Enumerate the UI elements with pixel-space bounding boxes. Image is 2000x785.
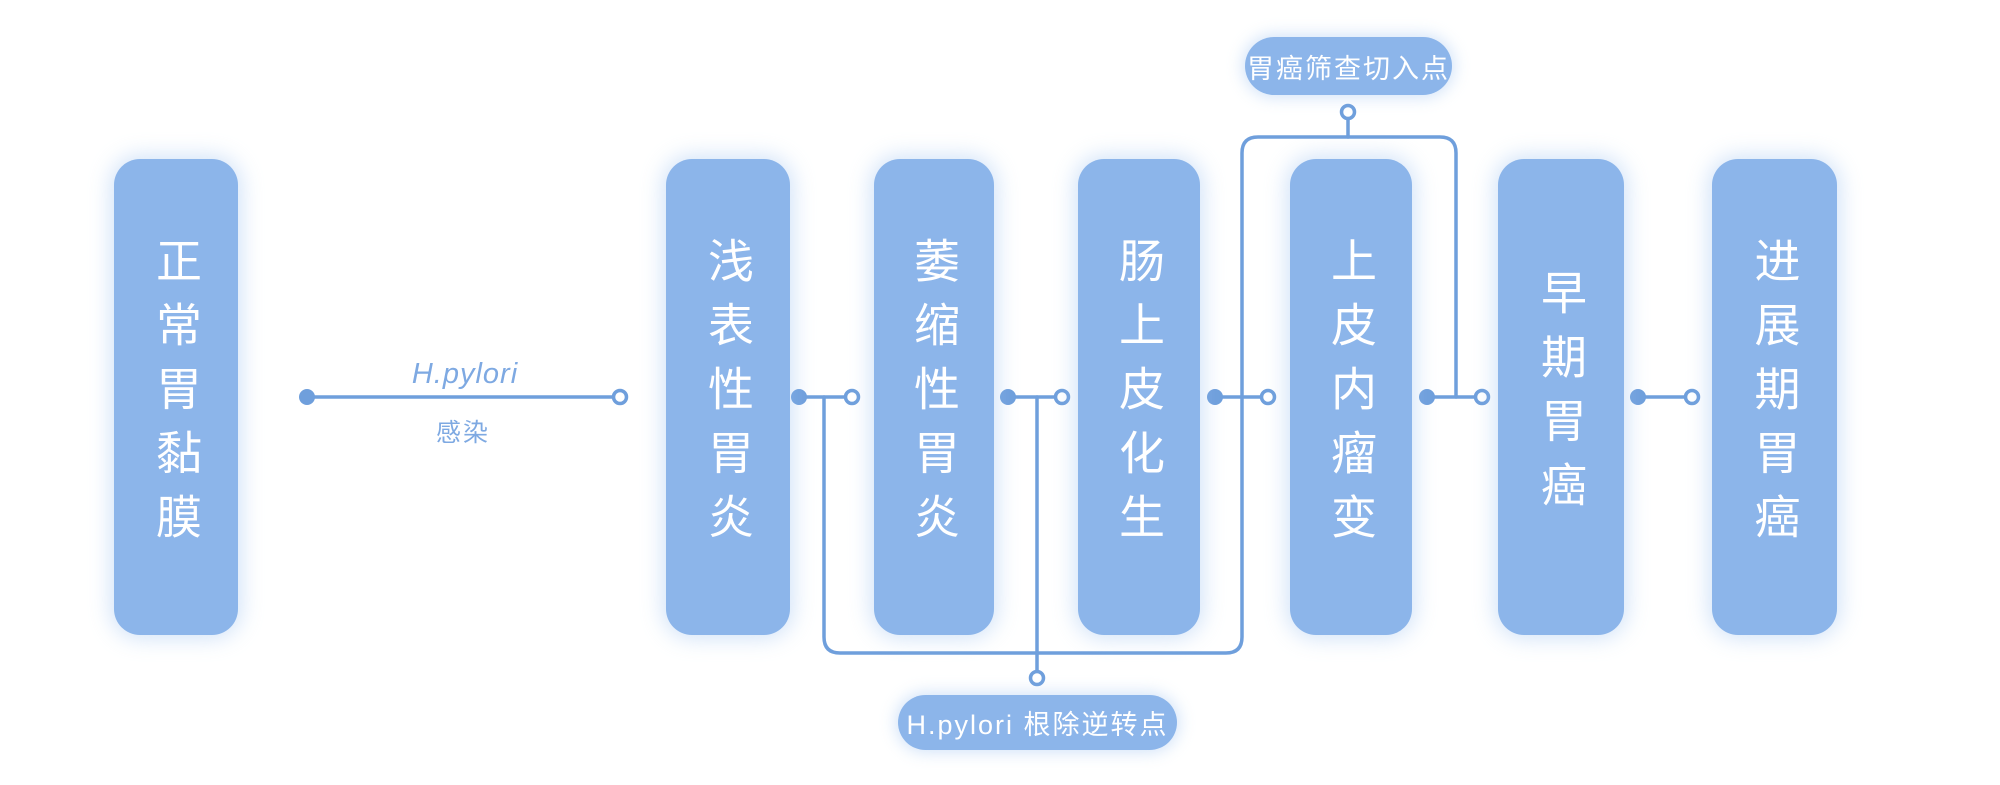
edge-end-ring-5 — [1473, 388, 1491, 406]
edge-end-ring-6 — [1683, 388, 1701, 406]
edge-end-ring-4 — [1259, 388, 1277, 406]
annotation-eradication-reversal-point: H.pylori 根除逆转点 — [898, 695, 1177, 750]
edge-start-dot-1 — [299, 389, 315, 405]
edge-start-dot-6 — [1630, 389, 1646, 405]
stage-node-intraepithelial-neoplasia: 上皮内瘤变 — [1290, 159, 1412, 635]
bracket-path — [822, 135, 1458, 655]
stage-node-intestinal-metaplasia: 肠上皮化生 — [1078, 159, 1200, 635]
stage-node-normal-mucosa: 正常胃黏膜 — [114, 159, 238, 635]
stage-node-advanced-gastric-cancer: 进展期胃癌 — [1712, 159, 1837, 635]
edge-label-infection: 感染 — [435, 419, 491, 447]
edge-start-dot-4 — [1207, 389, 1223, 405]
edge-end-ring-1 — [611, 388, 629, 406]
edge-start-dot-2 — [791, 389, 807, 405]
top-annotation-ring — [1339, 103, 1357, 121]
stage-node-superficial-gastritis: 浅表性胃炎 — [666, 159, 790, 635]
bottom-annotation-ring — [1028, 669, 1046, 687]
edge-start-dot-3 — [1000, 389, 1016, 405]
edge-end-ring-3 — [1053, 388, 1071, 406]
stage-node-early-gastric-cancer: 早期胃癌 — [1498, 159, 1624, 635]
edge-end-ring-2 — [843, 388, 861, 406]
edge-start-dot-5 — [1419, 389, 1435, 405]
edge-label-hpylori: H.pylori — [411, 358, 519, 390]
annotation-screening-entry-point: 胃癌筛查切入点 — [1245, 37, 1452, 95]
stage-node-atrophic-gastritis: 萎缩性胃炎 — [874, 159, 994, 635]
